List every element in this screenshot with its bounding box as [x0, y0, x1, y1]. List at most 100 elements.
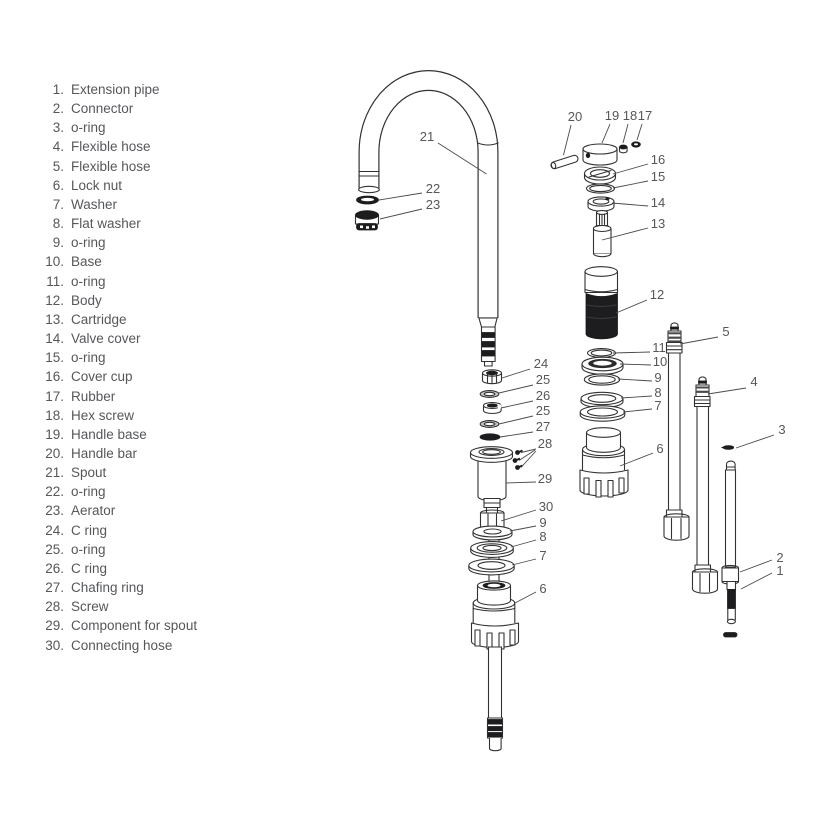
hex-screw-drawing — [618, 144, 628, 154]
part-label: Base — [71, 254, 102, 270]
parts-list-item: 16. Cover cup — [38, 367, 197, 386]
parts-list-item: 17.Rubber — [38, 387, 197, 406]
part-label: Flat washer — [71, 216, 141, 232]
parts-list-item: 11.o-ring — [38, 272, 197, 291]
part-number: 18. — [45, 407, 64, 423]
part-number: 14. — [45, 331, 64, 347]
callout-17: 17 — [638, 108, 652, 123]
part-number: 22. — [45, 484, 64, 500]
callout-leader-26 — [500, 400, 534, 409]
part-label: Handle base — [71, 426, 147, 442]
callout-leader-9 — [617, 378, 653, 382]
callout-4: 4 — [750, 374, 757, 389]
callout-6: 6 — [656, 441, 663, 456]
callout-leader-21 — [437, 142, 487, 175]
washer7-center-drawing — [468, 558, 515, 576]
callout-leader-30 — [500, 509, 537, 522]
part-number: 7. — [52, 196, 64, 212]
callout-leader-6 — [619, 452, 654, 467]
callout-8: 8 — [654, 385, 661, 400]
parts-list-item: 29.Component for spout — [38, 616, 197, 635]
part-number: 27. — [45, 580, 64, 596]
callout-12: 12 — [650, 287, 664, 302]
callout-29: 29 — [538, 471, 552, 486]
callout-leader-13 — [601, 227, 649, 241]
callout-leader-2 — [739, 559, 773, 573]
rubber-drawing — [631, 141, 641, 148]
lock-nut6-right-drawing — [579, 427, 629, 498]
part-number: 1. — [52, 82, 64, 97]
part-number: 23. — [45, 503, 64, 519]
callout-leader-8 — [620, 395, 653, 399]
callout-leader-3 — [735, 434, 775, 449]
oring9-drawing — [583, 373, 621, 386]
callout-leader-29 — [505, 481, 537, 484]
part-number: 2. — [52, 101, 64, 117]
part-number: 16. — [45, 369, 64, 385]
parts-list-item: 8. Flat washer — [38, 214, 197, 233]
parts-list-item: 21.Spout — [38, 463, 197, 482]
handle-bar-drawing — [550, 154, 579, 170]
part-label: Cartridge — [71, 311, 127, 327]
callout-leader-12 — [615, 299, 648, 314]
callout-21: 21 — [420, 129, 434, 144]
part-label: C ring — [71, 560, 108, 576]
callout-leader-27 — [499, 431, 534, 438]
parts-list-item: 1.Extension pipe — [38, 80, 197, 99]
part-number: 9. — [52, 235, 64, 251]
part-label: o-ring — [71, 120, 106, 136]
part-number: 3. — [52, 120, 64, 136]
spout-component-drawing — [469, 446, 514, 514]
callout-8: 8 — [539, 529, 546, 544]
parts-list-item: 27.Chafing ring — [38, 578, 197, 597]
part-number: 29. — [45, 618, 64, 634]
callout-leader-17 — [636, 123, 643, 141]
callout-leader-7 — [622, 408, 653, 413]
callout-leader-8 — [510, 539, 537, 548]
part-label: Valve cover — [71, 331, 141, 347]
parts-list-item: 23.Aerator — [38, 501, 197, 520]
part-number: 25. — [45, 541, 64, 557]
part-number: 10. — [45, 254, 64, 270]
oring15-drawing — [585, 183, 616, 194]
handle-base-drawing — [582, 143, 618, 166]
callout-leader-28 — [520, 448, 537, 453]
part-number: 26. — [45, 560, 64, 576]
callout-28: 28 — [538, 436, 552, 451]
parts-list-item: 18.Hex screw — [38, 406, 197, 425]
callout-leader-15 — [612, 180, 649, 189]
part-label: Cover cup — [71, 369, 133, 385]
part-number: 20. — [45, 445, 64, 461]
cover-cup-drawing — [583, 166, 617, 185]
callout-3: 3 — [778, 422, 785, 437]
callout-leader-22 — [378, 192, 423, 201]
part-label: o-ring — [71, 235, 106, 251]
parts-list-item: 24.C ring — [38, 521, 197, 540]
parts-list-item: 6.Lock nut — [38, 176, 197, 195]
callout-leader-4 — [707, 387, 747, 395]
c-ring24-drawing — [481, 369, 503, 385]
callout-27: 27 — [536, 419, 550, 434]
part-number: 19. — [45, 426, 64, 442]
part-number: 21. — [45, 465, 64, 481]
part-label: Handle bar — [71, 445, 138, 461]
parts-list-item: 5.Flexible hose — [38, 157, 197, 176]
part-number: 8. — [52, 216, 64, 232]
part-number: 24. — [45, 522, 64, 538]
part-number: 15. — [45, 350, 64, 366]
callout-26: 26 — [536, 388, 550, 403]
part-label: Body — [71, 292, 102, 308]
callout-2: 2 — [776, 550, 783, 565]
callout-leader-19 — [601, 123, 611, 144]
callout-16: 16 — [651, 152, 665, 167]
callout-20: 20 — [568, 109, 582, 124]
part-label: Screw — [71, 599, 109, 615]
callout-30: 30 — [539, 499, 553, 514]
parts-list-item: 7.Washer — [38, 195, 197, 214]
part-number: 6. — [52, 177, 64, 193]
oring25a-drawing — [479, 390, 500, 398]
parts-list-item: 13.Cartridge — [38, 310, 197, 329]
